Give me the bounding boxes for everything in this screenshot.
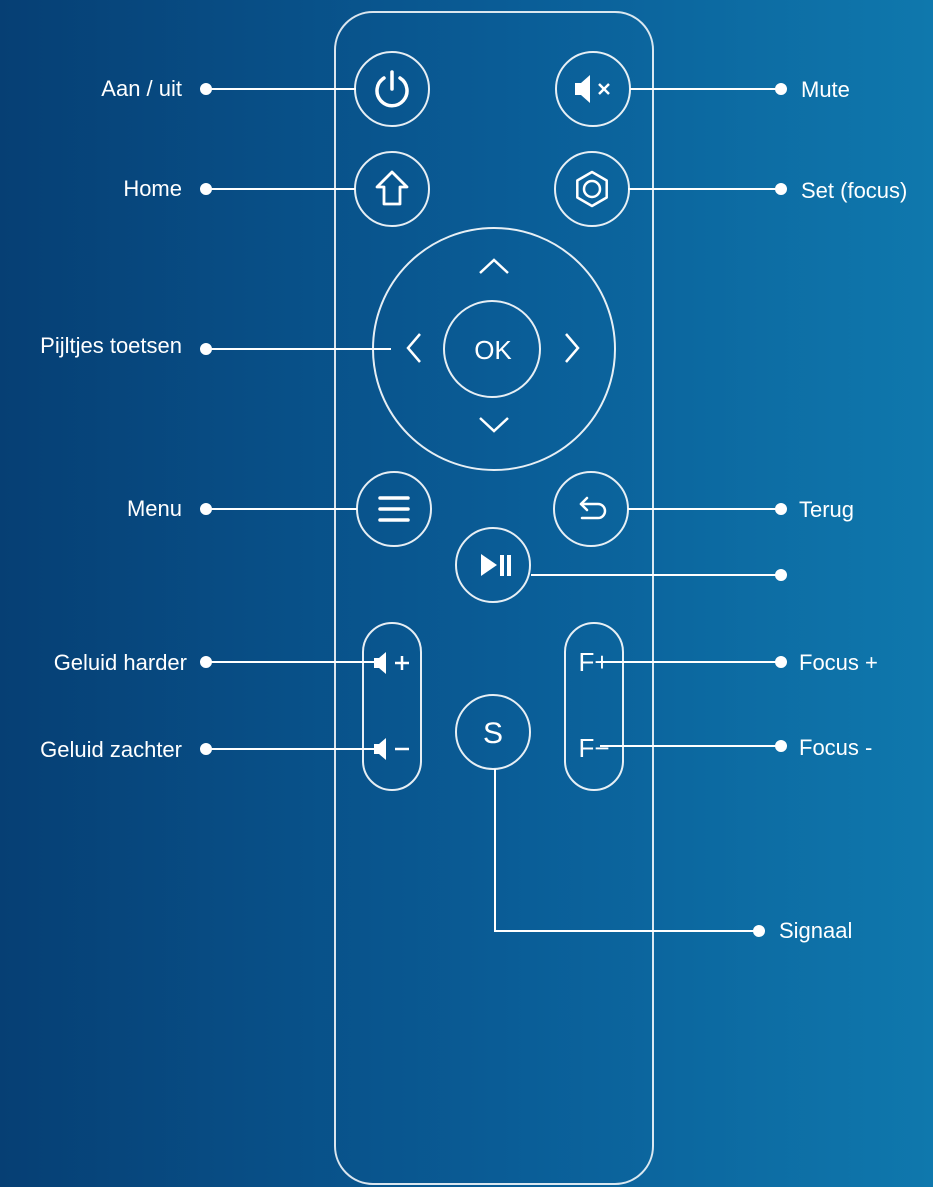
leader-dot-focus-minus bbox=[775, 740, 787, 752]
focus-rocker[interactable] bbox=[564, 622, 624, 791]
label-mute: Mute bbox=[801, 77, 850, 102]
play-pause-button[interactable] bbox=[455, 527, 531, 603]
leader-dot-menu bbox=[200, 503, 212, 515]
ok-button-label: OK bbox=[474, 335, 512, 365]
label-home: Home bbox=[123, 176, 182, 201]
label-volume-down: Geluid zachter bbox=[40, 737, 182, 762]
arrow-left-icon[interactable] bbox=[406, 333, 421, 363]
mute-button[interactable] bbox=[555, 51, 631, 127]
power-icon bbox=[375, 70, 409, 108]
back-button[interactable] bbox=[553, 471, 629, 547]
leader-dot-back bbox=[775, 503, 787, 515]
leader-dot-play-pause bbox=[775, 569, 787, 581]
leader-dot-volume-up bbox=[200, 656, 212, 668]
home-icon bbox=[375, 170, 409, 206]
gear-icon bbox=[576, 170, 608, 208]
arrow-keys-pad[interactable] bbox=[372, 227, 616, 471]
speaker-mute-icon bbox=[575, 75, 610, 103]
arrow-down-icon[interactable] bbox=[479, 417, 509, 433]
return-arrow-icon bbox=[579, 496, 607, 520]
leader-dot-arrows bbox=[200, 343, 212, 355]
remote-body bbox=[334, 11, 654, 1185]
signal-label: S bbox=[483, 717, 503, 750]
leader-dot-volume-down bbox=[200, 743, 212, 755]
signal-button[interactable] bbox=[455, 694, 531, 770]
home-button[interactable] bbox=[354, 151, 430, 227]
speaker-plus-icon[interactable] bbox=[374, 652, 409, 674]
leader-dot-home bbox=[200, 183, 212, 195]
play-pause-icon bbox=[481, 554, 511, 576]
focus-plus-label: F+ bbox=[578, 647, 609, 677]
ok-button[interactable] bbox=[443, 300, 541, 398]
focus-minus-label: F− bbox=[578, 733, 609, 763]
label-focus-minus: Focus - bbox=[799, 735, 873, 760]
hamburger-icon bbox=[378, 496, 410, 522]
arrow-up-icon[interactable] bbox=[479, 258, 509, 274]
leader-line-signal bbox=[494, 769, 758, 932]
label-power: Aan / uit bbox=[101, 76, 182, 101]
leader-dot-settings bbox=[775, 183, 787, 195]
label-arrows: Pijltjes toetsen bbox=[40, 333, 182, 358]
leader-dot-focus-plus bbox=[775, 656, 787, 668]
menu-button[interactable] bbox=[356, 471, 432, 547]
label-signal: Signaal bbox=[779, 918, 853, 943]
label-focus-plus: Focus + bbox=[799, 650, 878, 675]
label-settings: Set (focus) bbox=[801, 178, 908, 203]
speaker-minus-icon[interactable] bbox=[374, 738, 409, 760]
volume-rocker[interactable] bbox=[362, 622, 422, 791]
settings-button[interactable] bbox=[554, 151, 630, 227]
power-button[interactable] bbox=[354, 51, 430, 127]
label-back: Terug bbox=[799, 497, 855, 522]
label-menu: Menu bbox=[126, 496, 182, 521]
arrow-right-icon[interactable] bbox=[565, 333, 580, 363]
leader-dot-power bbox=[200, 83, 212, 95]
leader-dot-signal bbox=[753, 925, 765, 937]
label-volume-up: Geluid harder bbox=[53, 650, 187, 675]
leader-dot-mute bbox=[775, 83, 787, 95]
